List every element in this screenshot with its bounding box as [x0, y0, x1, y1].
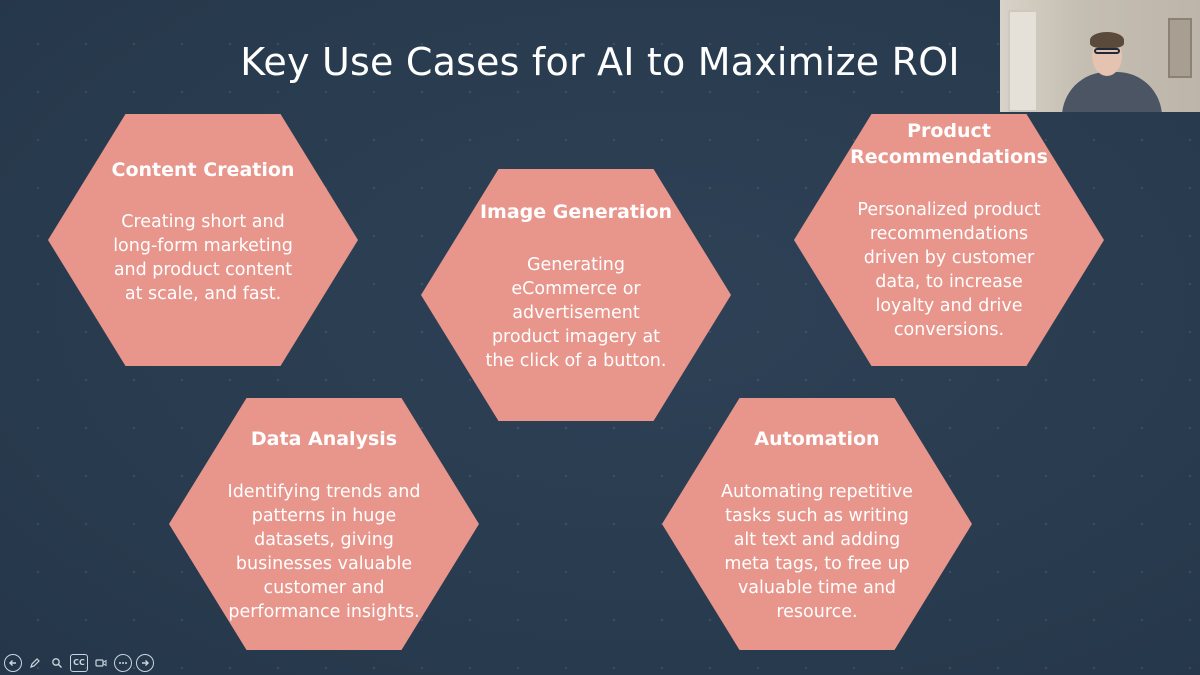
use-case-title: Data Analysis — [250, 428, 398, 450]
use-case-description: Automating repetitive tasks such as writ… — [721, 482, 913, 622]
more-icon[interactable] — [114, 654, 132, 672]
use-case-title: Product Recommendations — [850, 120, 1048, 168]
use-case-title: Automation — [754, 428, 880, 450]
presenter-glasses — [1094, 48, 1120, 54]
use-case-description: Personalized product recommendations dri… — [857, 200, 1041, 340]
use-case-description: Identifying trends and patterns in huge … — [227, 482, 421, 622]
use-case-title: Image Generation — [479, 201, 673, 223]
presentation-toolbar: CC — [4, 653, 154, 673]
pen-icon[interactable] — [26, 654, 44, 672]
use-case-title: Content Creation — [111, 159, 295, 181]
webcam-door — [1008, 10, 1038, 112]
slide-title: Key Use Cases for AI to Maximize ROI — [240, 40, 960, 84]
back-arrow-icon[interactable] — [4, 654, 22, 672]
captions-icon[interactable]: CC — [70, 654, 88, 672]
use-case-description: Generating eCommerce or advertisement pr… — [485, 255, 667, 371]
use-case-description: Creating short and long-form marketing a… — [113, 212, 293, 304]
zoom-icon[interactable] — [48, 654, 66, 672]
forward-arrow-icon[interactable] — [136, 654, 154, 672]
presenter-webcam-video — [1000, 0, 1200, 112]
webcam-picture-frame — [1168, 18, 1192, 78]
presenter-hair — [1090, 32, 1124, 48]
use-case-hexagon-automation: Automation Automating repetitive tasks s… — [662, 398, 972, 650]
video-icon[interactable] — [92, 654, 110, 672]
